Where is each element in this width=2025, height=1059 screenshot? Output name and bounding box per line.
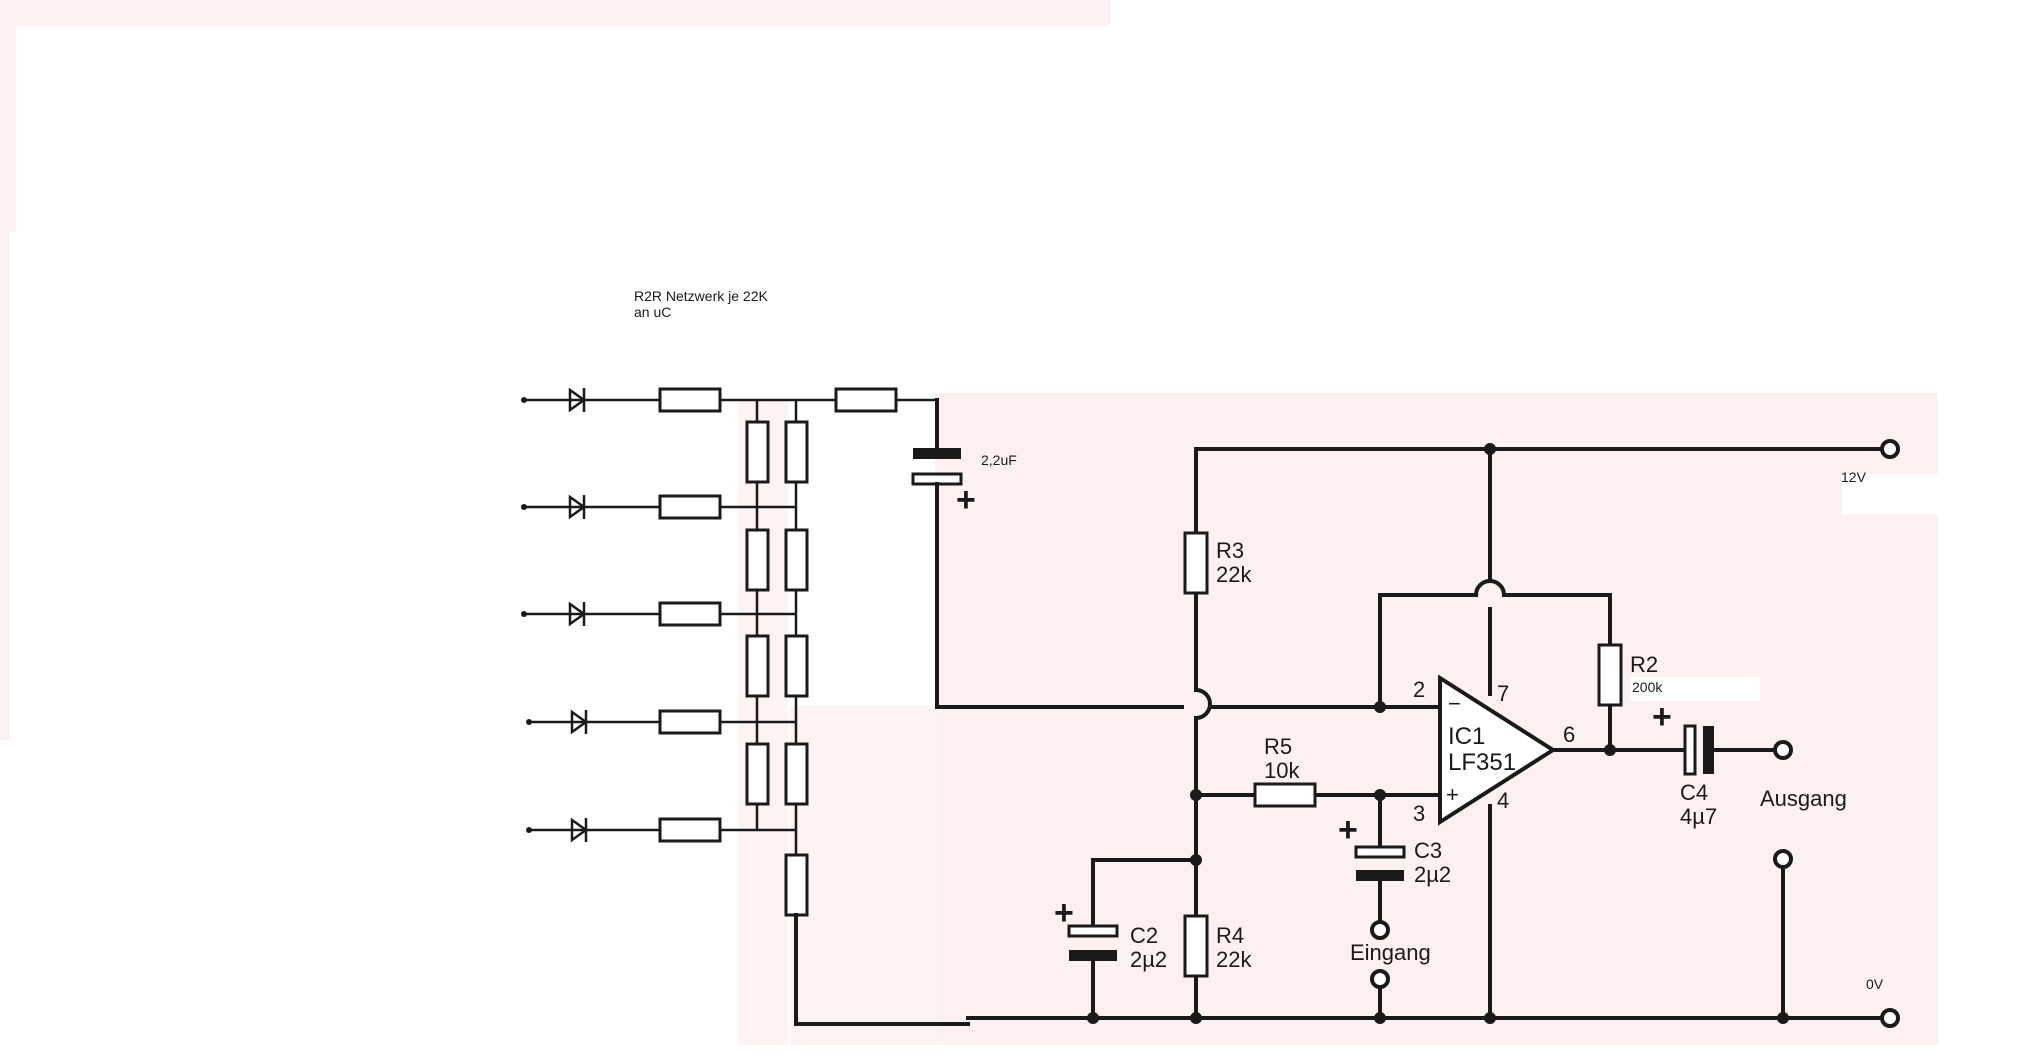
resistor-r2 bbox=[1597, 643, 1623, 707]
opamp-ic1 bbox=[1438, 674, 1557, 826]
pin-7: 7 bbox=[1497, 681, 1509, 706]
junctions bbox=[1087, 443, 1789, 1024]
note-line-1: R2R Netzwerk je 22K bbox=[634, 288, 768, 304]
capacitor-c3 bbox=[1354, 845, 1406, 881]
diode-2 bbox=[568, 494, 587, 520]
r2r-resistor-r2 bbox=[784, 528, 809, 592]
c2-value: 2µ2 bbox=[1130, 947, 1167, 972]
pin-6: 6 bbox=[1563, 722, 1575, 747]
r2r-resistor-h3 bbox=[658, 601, 722, 627]
r2-name: R2 bbox=[1630, 652, 1658, 677]
c2-name: C2 bbox=[1130, 923, 1158, 948]
r2r-resistor-h1 bbox=[658, 387, 722, 413]
label-ausgang: Ausgang bbox=[1760, 786, 1847, 811]
pin-3: 3 bbox=[1413, 801, 1425, 826]
c4-name: C4 bbox=[1680, 780, 1708, 805]
pin-2: 2 bbox=[1413, 677, 1425, 702]
label-eingang: Eingang bbox=[1350, 940, 1431, 965]
r2r-network bbox=[521, 387, 970, 1026]
r2r-output-resistor bbox=[834, 387, 898, 413]
diode-1 bbox=[568, 387, 587, 413]
c4-plus: + bbox=[1652, 698, 1672, 736]
terminal-12v[interactable] bbox=[1880, 439, 1900, 459]
r2r-resistor-term bbox=[784, 853, 809, 917]
r4-name: R4 bbox=[1216, 923, 1244, 948]
ic1-minus: − bbox=[1448, 691, 1461, 716]
c3-value: 2µ2 bbox=[1414, 862, 1451, 887]
r4-value: 22k bbox=[1216, 947, 1252, 972]
c2-plus: + bbox=[1054, 894, 1074, 932]
r2r-resistor-h5 bbox=[658, 817, 722, 843]
ic1-plus: + bbox=[1446, 782, 1459, 807]
capacitor-c4 bbox=[1683, 724, 1714, 776]
r2-value: 200k bbox=[1632, 679, 1663, 695]
c3-name: C3 bbox=[1414, 838, 1442, 863]
capacitor-c2 bbox=[1067, 924, 1119, 961]
input-capacitor bbox=[911, 398, 972, 709]
r3-value: 22k bbox=[1216, 562, 1252, 587]
resistor-r3 bbox=[1183, 531, 1209, 595]
r3-name: R3 bbox=[1216, 538, 1244, 563]
resistor-r5 bbox=[1253, 782, 1317, 808]
r2r-resistor-h4 bbox=[658, 709, 722, 735]
ic1-name: IC1 bbox=[1448, 723, 1485, 750]
resistor-r4 bbox=[1183, 914, 1209, 978]
r2r-resistor-r3 bbox=[784, 634, 809, 698]
diode-5 bbox=[570, 817, 589, 843]
note-line-2: an uC bbox=[634, 304, 671, 320]
diode-3 bbox=[568, 601, 587, 627]
r5-name: R5 bbox=[1264, 734, 1292, 759]
label-0v: 0V bbox=[1866, 976, 1884, 992]
terminal-ausgang-ground[interactable] bbox=[1773, 849, 1793, 869]
input-cap-value: 2,2uF bbox=[981, 452, 1017, 468]
label-12v: 12V bbox=[1841, 469, 1867, 485]
diode-4 bbox=[570, 709, 589, 735]
r5-value: 10k bbox=[1264, 758, 1300, 783]
r2r-resistor-r1 bbox=[784, 420, 809, 484]
r2r-resistor-r4 bbox=[784, 742, 809, 806]
r2r-resistor-h2 bbox=[658, 494, 722, 520]
background-tint bbox=[0, 0, 1938, 1045]
r2r-resistor-l1 bbox=[745, 420, 770, 484]
c3-plus: + bbox=[1338, 811, 1358, 849]
terminal-ausgang[interactable] bbox=[1773, 740, 1793, 760]
c4-value: 4µ7 bbox=[1680, 804, 1717, 829]
r2r-resistor-l2 bbox=[745, 528, 770, 592]
terminal-0v[interactable] bbox=[1880, 1008, 1900, 1028]
r2r-resistor-l3 bbox=[745, 634, 770, 698]
input-cap-plus: + bbox=[956, 481, 976, 519]
terminal-eingang-ground[interactable] bbox=[1370, 969, 1390, 989]
pin-4: 4 bbox=[1497, 788, 1509, 813]
ic1-type: LF351 bbox=[1448, 749, 1516, 776]
terminal-eingang[interactable] bbox=[1370, 920, 1390, 940]
r2r-resistor-l4 bbox=[745, 742, 770, 806]
